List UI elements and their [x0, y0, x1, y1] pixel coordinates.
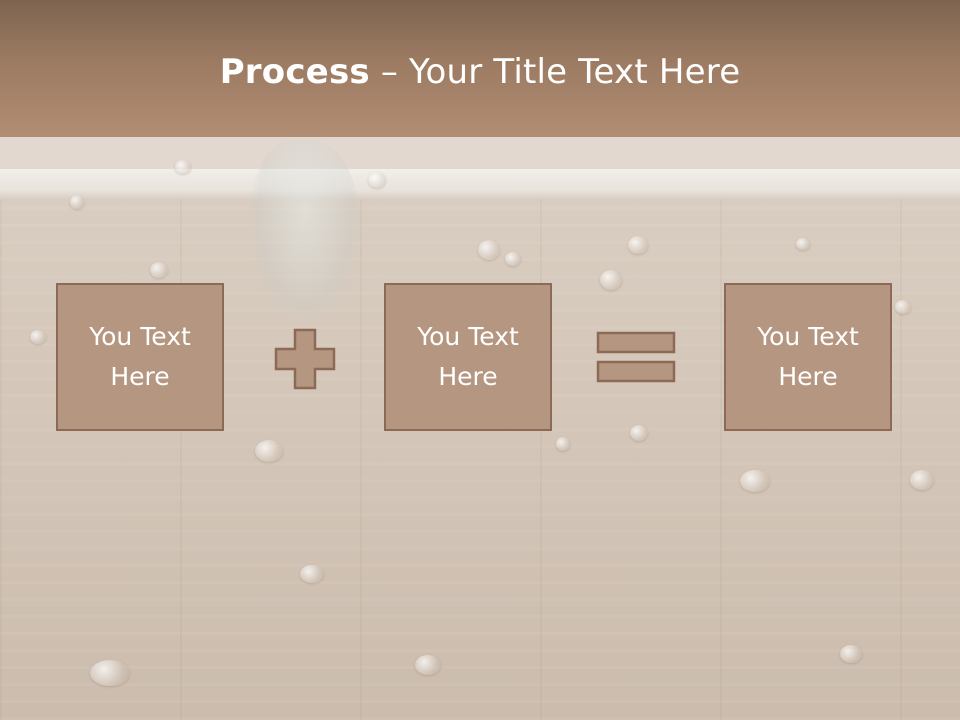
equals-icon: [596, 331, 676, 383]
background-wood-floor: [0, 199, 960, 720]
water-drop: [255, 440, 283, 462]
title-rest: – Your Title Text Here: [369, 52, 741, 92]
process-box-1[interactable]: You Text Here: [56, 283, 224, 431]
water-drop: [150, 262, 168, 278]
water-drop: [368, 172, 386, 188]
background-wall: [0, 137, 960, 169]
water-drop: [300, 565, 324, 583]
water-drop: [740, 470, 770, 492]
background-baseboard: [0, 169, 960, 199]
water-drop: [796, 238, 810, 250]
water-drop: [415, 655, 441, 675]
water-drop: [90, 660, 130, 686]
process-box-1-text: You Text Here: [89, 322, 191, 391]
background-water-splash: [250, 140, 360, 320]
water-drop: [628, 236, 648, 254]
water-drop: [175, 160, 191, 174]
water-drop: [630, 425, 648, 441]
process-box-2[interactable]: You Text Here: [384, 283, 552, 431]
water-drop: [910, 470, 934, 490]
process-box-3-text: You Text Here: [757, 322, 859, 391]
water-drop: [505, 252, 521, 266]
title-banner: [0, 0, 960, 137]
process-box-3[interactable]: You Text Here: [724, 283, 892, 431]
water-drop: [70, 195, 84, 209]
water-drop: [895, 300, 911, 314]
water-drop: [556, 437, 570, 451]
plus-icon: [274, 328, 336, 390]
water-drop: [30, 330, 46, 344]
water-drop: [478, 240, 500, 260]
slide-title[interactable]: Process – Your Title Text Here: [0, 52, 960, 92]
process-box-2-text: You Text Here: [417, 322, 519, 391]
title-bold: Process: [219, 52, 370, 92]
water-drop: [600, 270, 622, 290]
water-drop: [840, 645, 862, 663]
